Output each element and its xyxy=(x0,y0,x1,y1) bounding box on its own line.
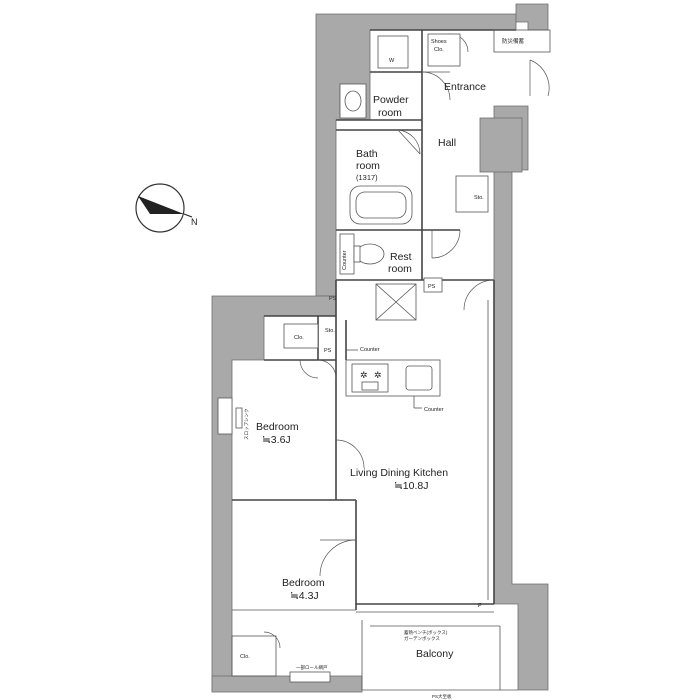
washer-box xyxy=(377,35,409,69)
column-hall xyxy=(479,117,523,173)
wall-right xyxy=(493,105,549,691)
washer-label: W xyxy=(389,58,395,64)
p-mark-label: P xyxy=(478,603,482,609)
fire-door-label: 防災備蓄 xyxy=(502,37,525,45)
shoes-closet-label-2: Clo. xyxy=(434,47,444,53)
side-note: スロップシンク xyxy=(244,409,250,441)
bedroom-1-name: Bedroom xyxy=(256,421,299,433)
closet-upper-label: Clo. xyxy=(294,335,304,341)
ps-left-label: PS xyxy=(329,296,337,302)
storage-label: Sto. xyxy=(474,195,484,201)
rest-counter-label: Counter xyxy=(342,250,348,270)
interior-walls xyxy=(217,29,551,691)
bottom-note: PS大至板 xyxy=(432,693,452,700)
ps-mid-label: PS xyxy=(324,348,332,354)
svg-text:✲: ✲ xyxy=(360,370,368,380)
room-labels: Shoes Clo. 防災備蓄 Entrance W Powder room H… xyxy=(240,37,525,660)
bedroom-1-size: ≒3.6J xyxy=(262,434,291,446)
window-note: 一部ロール網戸 xyxy=(296,664,328,671)
bath-room-label-2: room xyxy=(356,160,380,172)
bedroom-2-name: Bedroom xyxy=(282,577,325,589)
hall-label: Hall xyxy=(438,137,456,149)
bath-room-size: (1317) xyxy=(356,173,378,182)
svg-text:✲: ✲ xyxy=(374,370,382,380)
entrance-label: Entrance xyxy=(444,81,486,93)
balcony-note-1: 蓄熱ベンチ(ボックス) xyxy=(404,629,448,636)
wall-bottom xyxy=(211,675,363,693)
counter-label-2: Counter xyxy=(424,407,444,413)
compass-needle xyxy=(138,196,184,214)
powder-room-label: Powder xyxy=(373,94,409,106)
balcony-note-2: ガーデンボックス xyxy=(404,635,440,642)
powder-room-label-2: room xyxy=(378,107,402,119)
shoes-closet-label: Shoes xyxy=(431,39,447,45)
bedroom-2-size: ≒4.3J xyxy=(290,590,319,602)
rest-room-label-2: room xyxy=(388,263,412,275)
compass-north-label: N xyxy=(191,217,198,227)
compass: N xyxy=(135,183,198,233)
notes: 蓄熱ベンチ(ボックス) ガーデンボックス 一部ロール網戸 PS大至板 スロップシ… xyxy=(244,409,452,700)
fixtures: ✲ ✲ xyxy=(283,33,489,397)
compass-ring xyxy=(135,183,185,233)
ldk-name: Living Dining Kitchen xyxy=(350,467,448,479)
wall-top-right xyxy=(515,3,549,31)
closet-lower-label: Clo. xyxy=(240,654,250,660)
ldk-size: ≒10.8J xyxy=(394,480,429,492)
balcony-label: Balcony xyxy=(416,648,454,660)
counter-label-1: Counter xyxy=(360,347,380,353)
ps-upper-label: PS xyxy=(428,284,436,290)
sto-left-label: Sto. xyxy=(325,328,335,334)
bath-room-label: Bath xyxy=(356,148,378,160)
rest-room-label: Rest xyxy=(390,251,412,263)
